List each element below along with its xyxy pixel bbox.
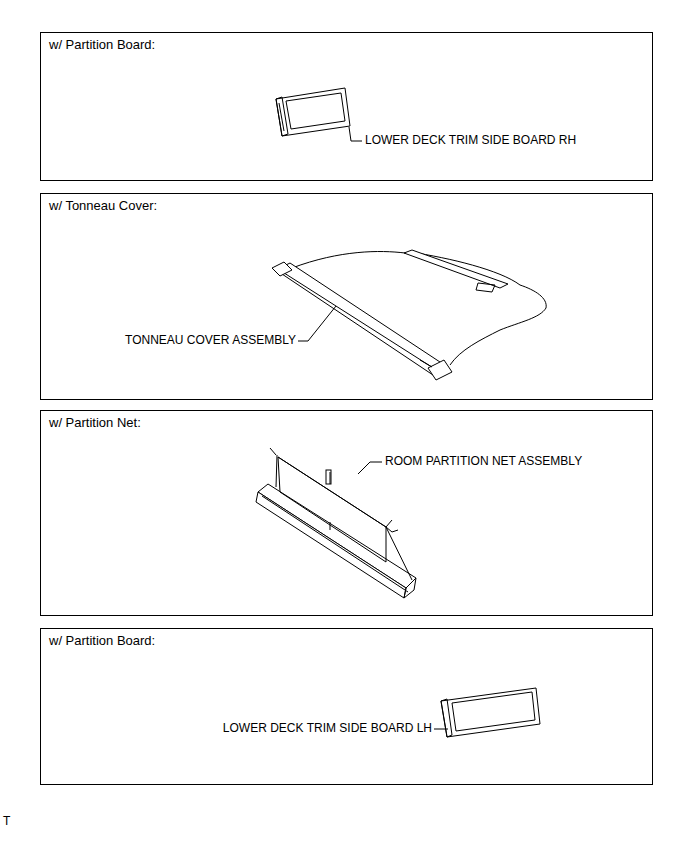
panel-box: w/ Partition Net: ROOM PARTITION NET ASSE… <box>40 410 653 616</box>
panel-heading: w/ Partition Net: <box>49 416 141 431</box>
part-name: LOWER DECK TRIM SIDE BOARD RH <box>365 134 576 148</box>
figure-code: T <box>3 815 10 829</box>
side-board-lh <box>441 688 540 737</box>
panel-box: w/ Partition Board: LOWER DECK TRIM SIDE … <box>40 628 653 785</box>
panel-heading: w/ Partition Board: <box>49 634 155 649</box>
part-name: LOWER DECK TRIM SIDE BOARD LH <box>223 722 432 736</box>
leader-line <box>358 462 382 474</box>
part-name: TONNEAU COVER ASSEMBLY <box>125 334 296 348</box>
partition-net <box>256 448 416 598</box>
leader-line <box>298 306 336 341</box>
leader-line <box>434 729 448 730</box>
panel-box: w/ Partition Board: LOWER DECK TRIM SIDE … <box>40 32 653 181</box>
tonneau-cover <box>272 250 546 380</box>
leader-line <box>349 127 362 141</box>
panel-box: w/ Tonneau Cover: TONNEAU COVER ASSEMBLY <box>40 193 653 400</box>
side-board-rh <box>276 88 350 136</box>
panel-heading: w/ Tonneau Cover: <box>49 199 157 214</box>
panel-heading: w/ Partition Board: <box>49 38 155 53</box>
part-name: ROOM PARTITION NET ASSEMBLY <box>385 455 582 469</box>
